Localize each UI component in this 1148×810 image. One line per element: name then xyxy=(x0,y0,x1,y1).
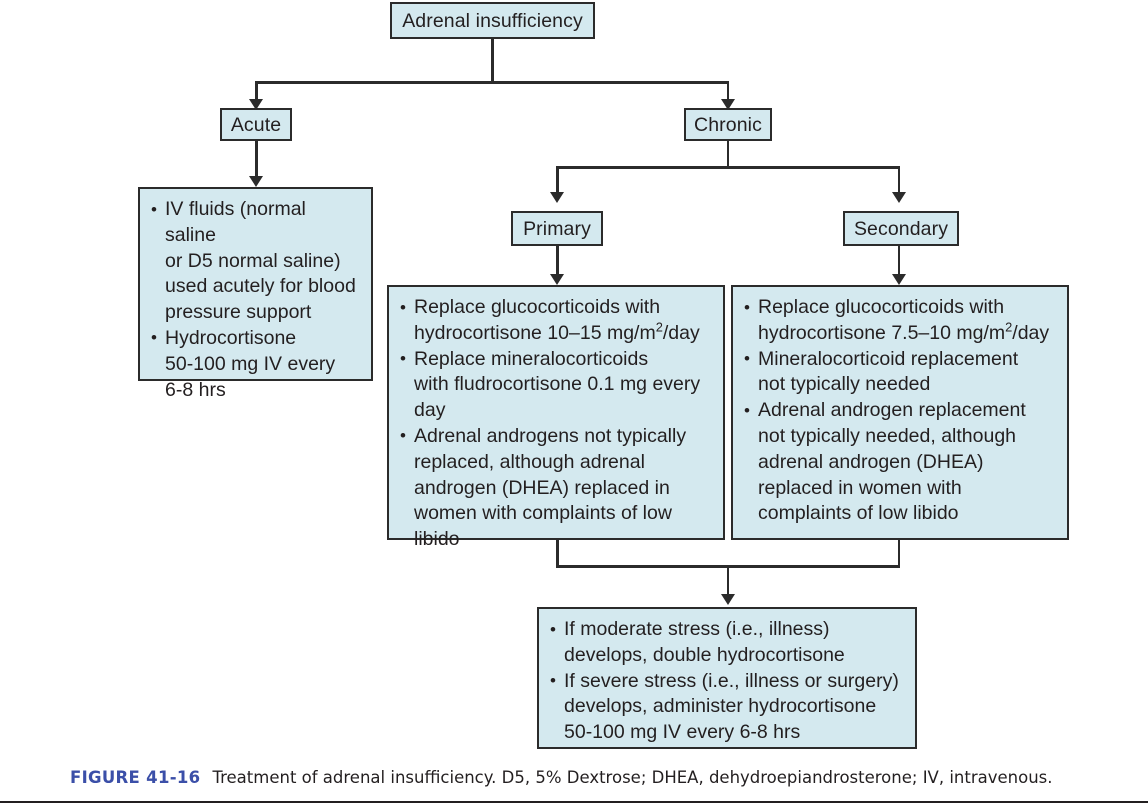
acute-b1-line4: pressure support xyxy=(165,301,312,324)
node-secondary: Secondary xyxy=(843,211,959,246)
arrowhead-secondary-treatment xyxy=(892,274,906,285)
node-acute: Acute xyxy=(220,108,292,141)
primary-b2-line1: Replace mineralocorticoids xyxy=(414,347,649,370)
box-primary-treatment: Replace glucocorticoids with hydrocortis… xyxy=(387,285,725,550)
stress-bullet-1: If moderate stress (i.e., illness) devel… xyxy=(550,617,905,669)
secondary-b1-superscript: 2 xyxy=(1005,319,1013,335)
connector-acute-to-treatment xyxy=(255,141,258,178)
arrowhead-to-secondary xyxy=(892,192,906,203)
figure-caption-text: Treatment of adrenal insufficiency. D5, … xyxy=(212,768,1053,787)
acute-bullet-2: Hydrocortisone 50-100 mg IV every 6-8 hr… xyxy=(151,325,361,403)
primary-b1-superscript: 2 xyxy=(655,319,663,335)
node-acute-label: Acute xyxy=(230,113,282,136)
node-adrenal-insufficiency: Adrenal insufficiency xyxy=(390,2,595,39)
connector-root-stem xyxy=(491,39,494,83)
figure-caption: FIGURE 41-16 Treatment of adrenal insuffi… xyxy=(70,767,1140,789)
connector-secondary-to-treatment xyxy=(897,246,900,276)
primary-b3-line2: replaced, although adrenal xyxy=(414,450,645,473)
node-secondary-label: Secondary xyxy=(853,217,949,240)
stress-b1-line2: develops, double hydrocortisone xyxy=(564,643,845,666)
primary-bullet-2: Replace mineralocorticoids with fludroco… xyxy=(400,346,713,424)
secondary-b3-line1: Adrenal androgen replacement xyxy=(758,399,1026,422)
acute-b1-line3: used acutely for blood xyxy=(165,275,356,298)
secondary-bullet-1: Replace glucocorticoids with hydrocortis… xyxy=(744,295,1057,347)
arrowhead-to-chronic xyxy=(721,99,735,110)
primary-b3-line3: androgen (DHEA) replaced in xyxy=(414,476,670,499)
primary-b1-line1: Replace glucocorticoids with xyxy=(414,296,661,318)
secondary-bullet-2: Mineralocorticoid replacement not typica… xyxy=(744,346,1057,399)
box-stress-management: If moderate stress (i.e., illness) devel… xyxy=(537,607,917,749)
primary-b3-line4: women with complaints of low xyxy=(414,502,672,525)
node-primary-label: Primary xyxy=(523,217,591,240)
connector-primary-merge-down xyxy=(556,540,559,567)
secondary-b3-line4: replaced in women with xyxy=(758,476,962,499)
node-adrenal-insufficiency-label: Adrenal insufficiency xyxy=(402,9,583,32)
acute-b2-line2: 50-100 mg IV every xyxy=(165,352,336,375)
primary-bullet-3: Adrenal androgens not typically replaced… xyxy=(400,423,713,553)
stress-b2-line3: 50-100 mg IV every 6-8 hrs xyxy=(564,721,801,744)
connector-to-acute xyxy=(255,81,258,103)
acute-b1-line2: or D5 normal saline) xyxy=(165,249,341,272)
secondary-b2-line1: Mineralocorticoid replacement xyxy=(758,347,1019,370)
node-primary: Primary xyxy=(511,211,603,246)
acute-bullet-1: IV fluids (normal saline or D5 normal sa… xyxy=(151,197,361,326)
primary-b1-line2b: /day xyxy=(662,321,700,344)
node-chronic-label: Chronic xyxy=(694,113,762,136)
secondary-b3-line5: complaints of low libido xyxy=(758,502,959,525)
arrowhead-primary-treatment xyxy=(550,274,564,285)
caption-rule xyxy=(0,801,1148,803)
secondary-b1-line1: Replace glucocorticoids with xyxy=(758,296,1005,318)
connector-chronic-bar xyxy=(556,166,900,169)
secondary-bullet-3: Adrenal androgen replacement not typical… xyxy=(744,398,1057,527)
acute-b2-line1: Hydrocortisone xyxy=(165,326,297,349)
stress-b2-line2: develops, administer hydrocortisone xyxy=(564,695,877,718)
connector-to-secondary xyxy=(897,166,900,196)
connector-chronic-stem xyxy=(726,141,729,168)
stress-bullet-2: If severe stress (i.e., illness or surge… xyxy=(550,668,905,746)
connector-primary-to-treatment xyxy=(556,246,559,276)
box-acute-treatment: IV fluids (normal saline or D5 normal sa… xyxy=(138,187,373,401)
connector-to-chronic xyxy=(726,81,729,103)
arrowhead-to-stress xyxy=(721,594,735,605)
node-chronic: Chronic xyxy=(684,108,772,141)
stress-b1-line1: If moderate stress (i.e., illness) xyxy=(564,618,830,640)
acute-b1-line1: IV fluids (normal saline xyxy=(165,198,306,246)
figure-number: FIGURE 41-16 xyxy=(70,768,201,787)
arrowhead-to-primary xyxy=(550,192,564,203)
connector-to-primary xyxy=(556,166,559,196)
connector-secondary-merge-down xyxy=(897,540,900,567)
connector-merge-to-stress xyxy=(726,565,729,598)
stress-b2-line1: If severe stress (i.e., illness or surge… xyxy=(564,669,899,692)
secondary-b1-line2a: hydrocortisone 7.5–10 mg/m xyxy=(758,321,1006,344)
acute-b2-line3: 6-8 hrs xyxy=(165,378,226,401)
primary-b2-line2: with fludrocortisone 0.1 mg every day xyxy=(414,373,701,422)
secondary-b3-line2: not typically needed, although xyxy=(758,424,1017,447)
secondary-b1-line2b: /day xyxy=(1012,321,1050,344)
connector-root-bar xyxy=(255,81,729,84)
secondary-b3-line3: adrenal androgen (DHEA) xyxy=(758,450,984,473)
box-secondary-treatment: Replace glucocorticoids with hydrocortis… xyxy=(731,285,1069,540)
secondary-b2-line2: not typically needed xyxy=(758,373,931,396)
primary-b1-line2a: hydrocortisone 10–15 mg/m xyxy=(414,321,656,344)
primary-b3-line1: Adrenal androgens not typically xyxy=(414,424,687,447)
primary-b3-line5: libido xyxy=(414,528,460,551)
primary-bullet-1: Replace glucocorticoids with hydrocortis… xyxy=(400,295,713,347)
arrowhead-acute-treatment xyxy=(249,176,263,187)
arrowhead-to-acute xyxy=(249,99,263,110)
